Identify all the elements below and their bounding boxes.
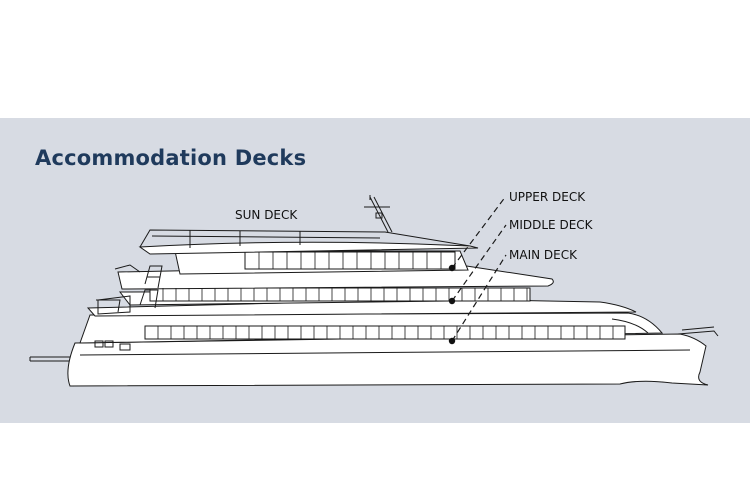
upper-deck-label: UPPER DECK: [509, 190, 586, 204]
diagram-title: Accommodation Decks: [35, 146, 307, 170]
upper-deck-window-band: [244, 251, 456, 270]
main-deck-window-band: [144, 325, 626, 340]
main-deck-marker: [448, 337, 456, 345]
main-deck-leader: [451, 254, 507, 342]
sun-deck-rail: [139, 229, 471, 248]
upper-deck-marker: [448, 264, 456, 272]
hull: [67, 333, 709, 387]
mast: [364, 195, 393, 233]
main-deck-label: MAIN DECK: [509, 248, 577, 262]
boarding-platform: [29, 356, 75, 362]
middle-deck-label: MIDDLE DECK: [509, 218, 593, 232]
middle-deck-leader: [451, 224, 507, 302]
middle-deck-window-band: [149, 287, 531, 302]
upper-deck-leader: [451, 195, 507, 269]
sun-deck-label: SUN DECK: [235, 208, 298, 222]
middle-deck-floor: [86, 298, 637, 317]
middle-deck-marker: [448, 297, 456, 305]
